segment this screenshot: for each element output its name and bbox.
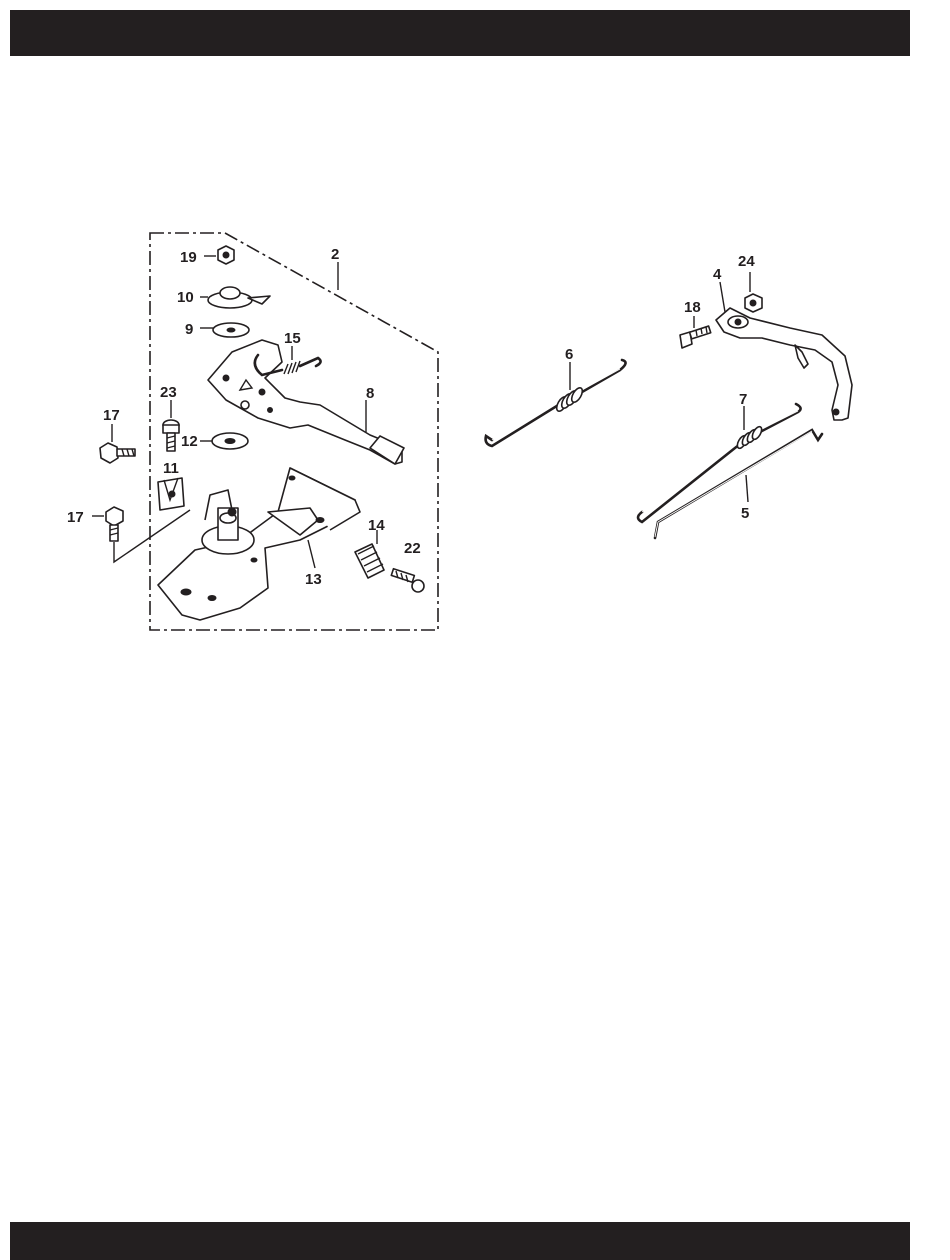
part-14-spring	[355, 530, 384, 578]
callout-labels: 2 4 5 6 7 8 9 10 11 12 13 14 15 17 17 18…	[67, 246, 755, 588]
callout-6: 6	[565, 346, 573, 363]
part-18-bolt	[680, 316, 711, 348]
part-7-spring-rod	[638, 404, 801, 522]
part-19-nut	[204, 246, 234, 264]
callout-11: 11	[163, 460, 179, 477]
callout-4: 4	[713, 266, 722, 283]
part-17-bolt-lower	[92, 507, 190, 562]
part-12-washer	[200, 433, 248, 449]
part-13-control-base	[158, 468, 360, 620]
callout-10: 10	[177, 289, 194, 306]
callout-17-lower: 17	[67, 509, 84, 526]
callout-18: 18	[684, 299, 701, 316]
callout-12: 12	[181, 433, 198, 450]
callout-19: 19	[180, 249, 197, 266]
callout-23: 23	[160, 384, 177, 401]
callout-13: 13	[305, 571, 322, 588]
part-17-bolt-upper	[100, 424, 135, 463]
footer-bar	[10, 1222, 910, 1260]
callout-7: 7	[739, 391, 747, 408]
callout-22: 22	[404, 540, 421, 557]
part-4-governor-arm	[716, 282, 852, 420]
callout-15: 15	[284, 330, 301, 347]
part-6-spring	[486, 360, 626, 446]
callout-14: 14	[368, 517, 385, 534]
part-10-cam-plate	[200, 287, 270, 308]
part-9-washer	[200, 323, 249, 337]
callout-24: 24	[738, 253, 755, 270]
part-23-bolt	[163, 400, 179, 451]
callout-9: 9	[185, 321, 193, 338]
callout-5: 5	[741, 505, 749, 522]
part-22-screw	[391, 569, 424, 592]
callout-8: 8	[366, 385, 374, 402]
callout-2: 2	[331, 246, 339, 263]
part-11-clip	[158, 478, 184, 510]
callout-17-upper: 17	[103, 407, 120, 424]
part-24-nut	[745, 272, 762, 312]
